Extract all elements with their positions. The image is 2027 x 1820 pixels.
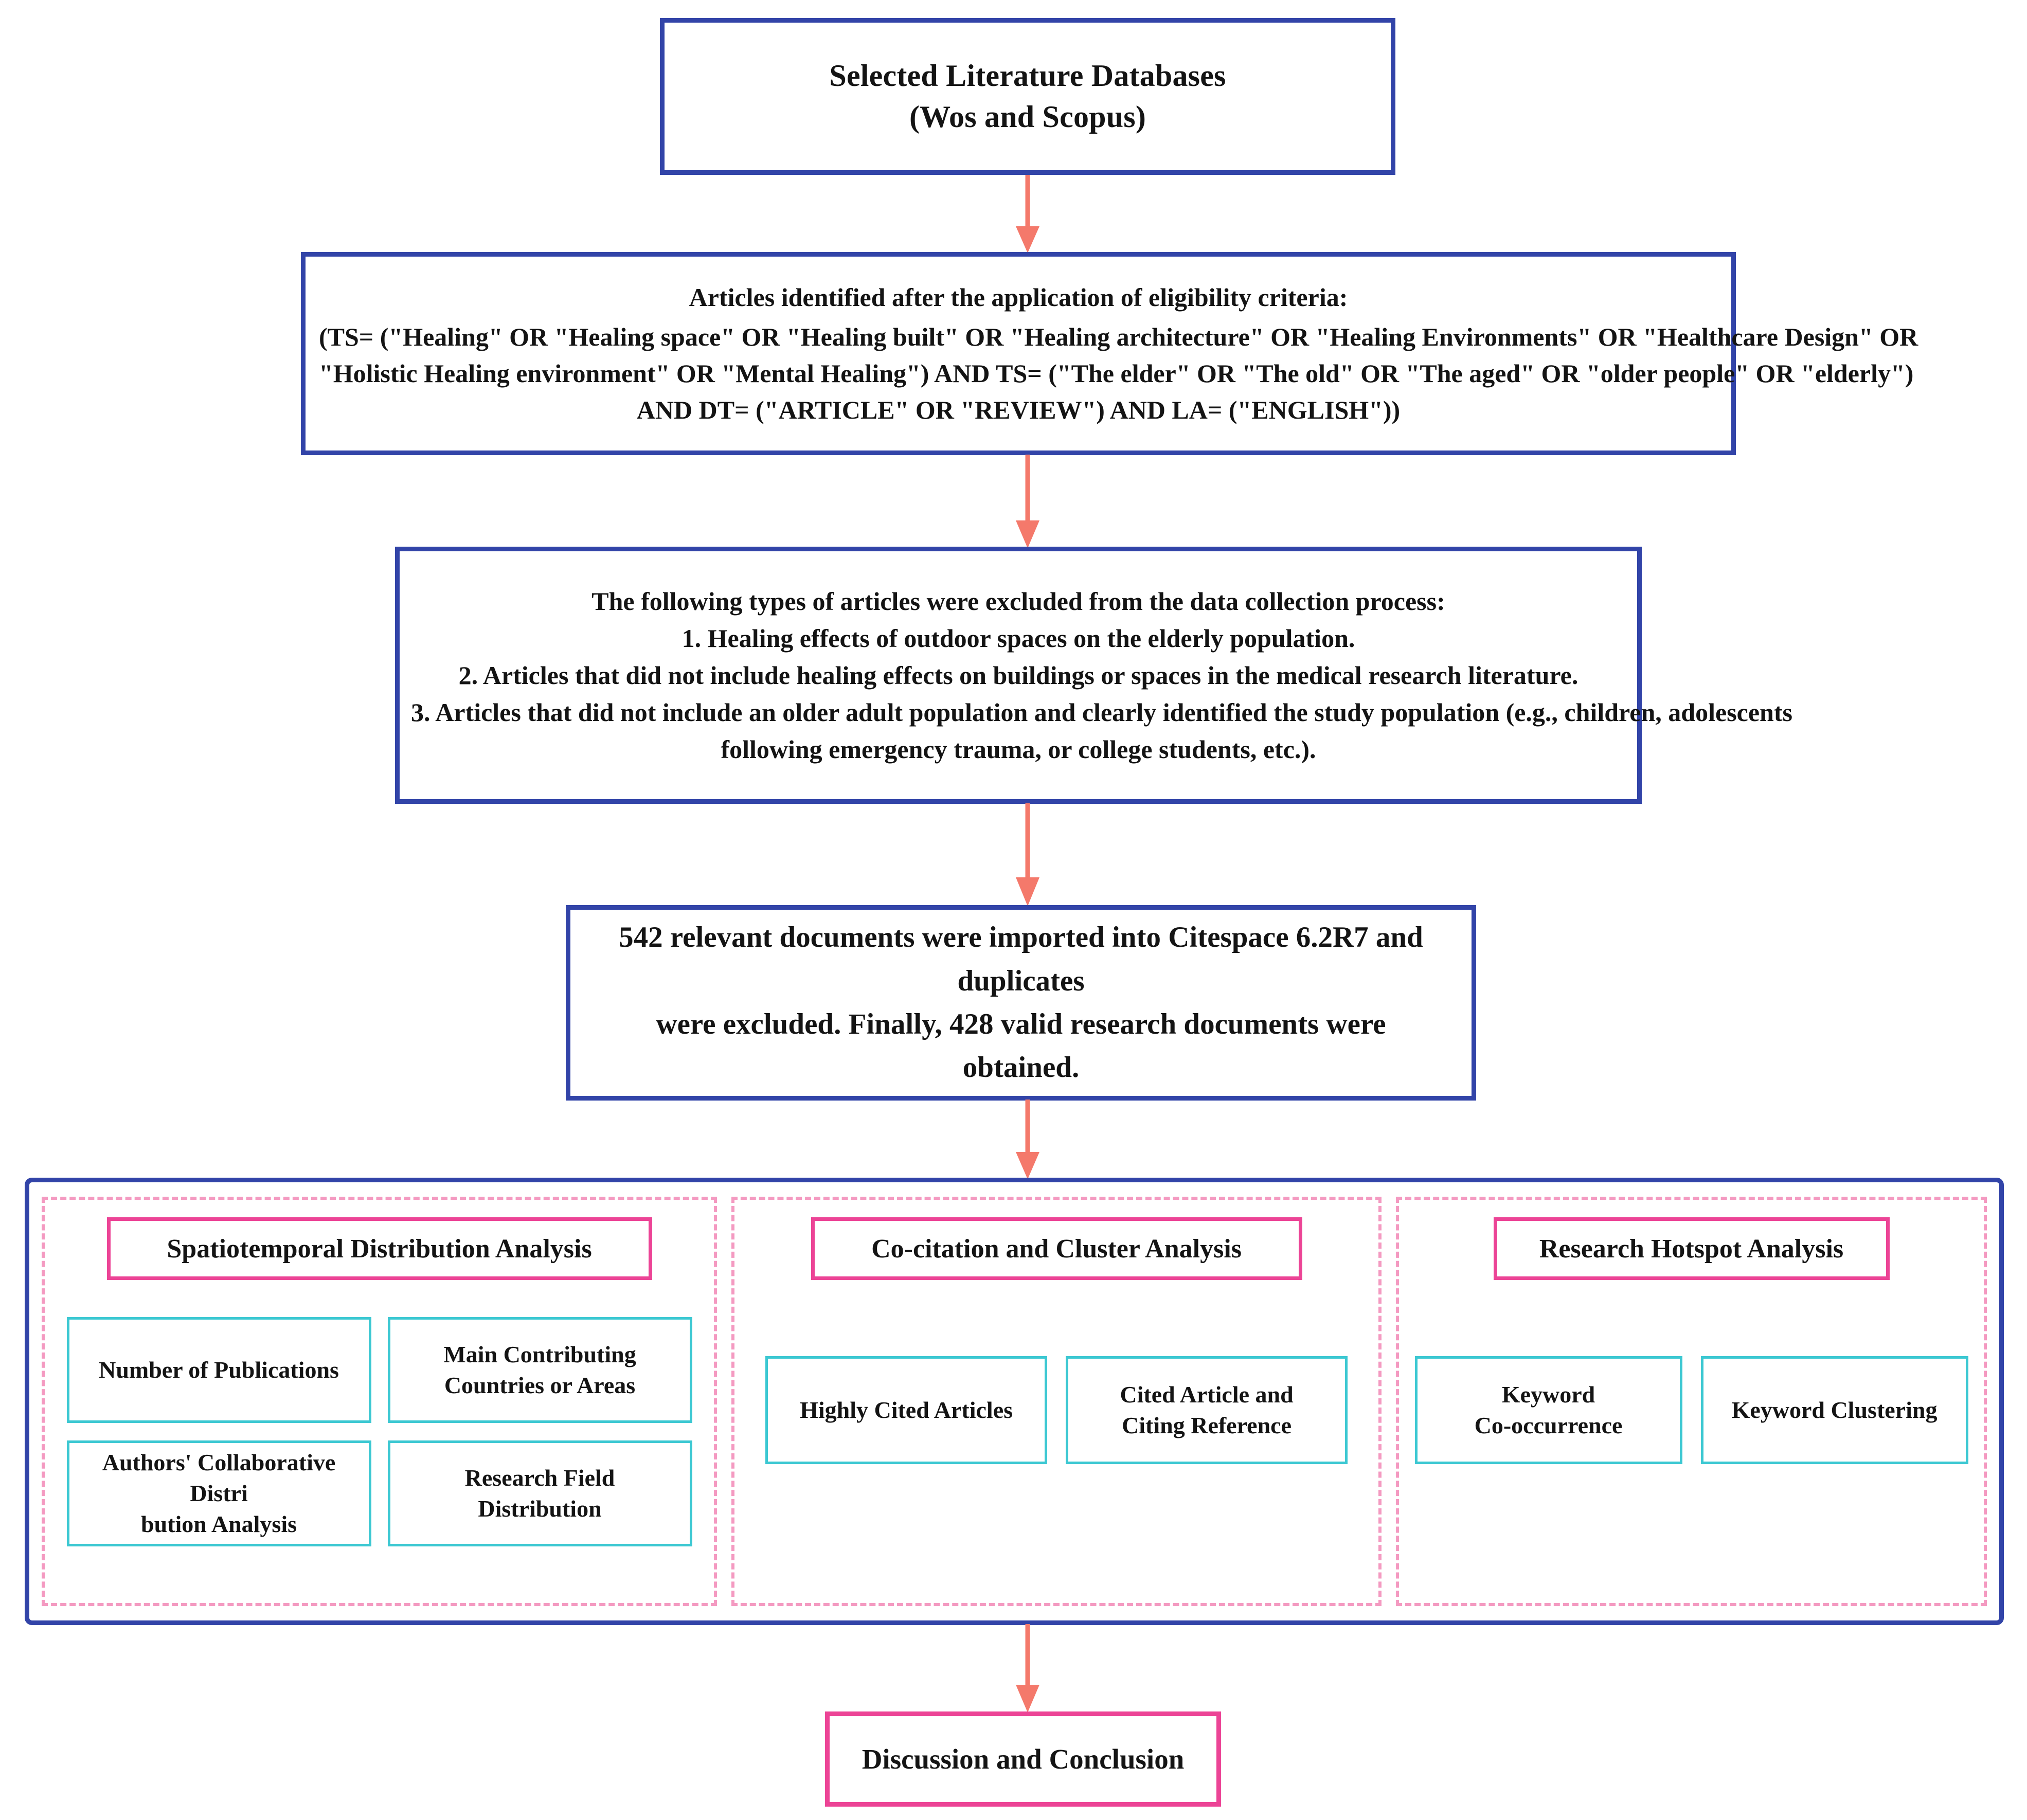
subbox-keyword-co-occurrence[interactable]: Keyword Co-occurrence (1414, 1356, 1682, 1464)
subbox-main-contributing-countries-or-areas[interactable]: Main Contributing Countries or Areas (387, 1317, 692, 1423)
exclusion-item-3-line-2: following emergency trauma, or college s… (721, 735, 1316, 764)
subbox-line-1: Number of Publications (99, 1357, 339, 1383)
databases-box: Selected Literature Databases (Wos and S… (660, 18, 1395, 175)
arrow-down-icon (1010, 455, 1046, 548)
eligibility-headline: Articles identified after the applicatio… (689, 282, 1348, 312)
eligibility-query-line-1: (TS= ("Healing" OR "Healing space" OR "H… (319, 322, 1918, 351)
databases-line-1: Selected Literature Databases (829, 58, 1226, 93)
analysis-container: Spatiotemporal Distribution Analysis Num… (25, 1178, 2004, 1625)
arrow-down-icon (1010, 803, 1046, 906)
subbox-line-1: Cited Article and (1120, 1381, 1294, 1408)
exclusion-item-1: 1. Healing effects of outdoor spaces on … (681, 624, 1355, 653)
exclusions-box: The following types of articles were exc… (395, 547, 1792, 804)
panel-cocitation-and-cluster-analysis: Co-citation and Cluster Analysis Highly … (731, 1197, 1382, 1606)
subbox-line-1: Keyword Clustering (1731, 1397, 1938, 1423)
arrow-down-icon (1010, 1100, 1046, 1179)
subbox-line-1: Main Contributing (443, 1341, 636, 1368)
panel-title-hotspot[interactable]: Research Hotspot Analysis (1493, 1217, 1890, 1280)
panel-title-cocitation[interactable]: Co-citation and Cluster Analysis (811, 1217, 1302, 1280)
subbox-grid-hotspot: Keyword Co-occurrence Keyword Clustering (1413, 1356, 1969, 1464)
eligibility-query-line-3: AND DT= ("ARTICLE" OR "REVIEW") AND LA= … (636, 395, 1401, 424)
subbox-line-2: bution Analysis (141, 1510, 297, 1537)
subbox-grid-spatiotemporal: Number of Publications Main Contributing… (59, 1317, 699, 1546)
subbox-line-2: Distribution (478, 1495, 602, 1522)
discussion-and-conclusion-box[interactable]: Discussion and Conclusion (825, 1711, 1221, 1807)
subbox-line-1: Highly Cited Articles (800, 1397, 1013, 1423)
panel-title-spatiotemporal[interactable]: Spatiotemporal Distribution Analysis (106, 1217, 652, 1280)
subbox-authors-collaborative-distribution-analysis[interactable]: Authors' Collaborative Distri bution Ana… (66, 1440, 371, 1546)
conclusion-label: Discussion and Conclusion (862, 1743, 1185, 1775)
exclusions-headline: The following types of articles were exc… (591, 587, 1445, 616)
databases-line-2: (Wos and Scopus) (909, 99, 1146, 134)
subbox-grid-cocitation: Highly Cited Articles Cited Article and … (749, 1356, 1364, 1464)
exclusion-item-2: 2. Articles that did not include healing… (458, 661, 1578, 690)
subbox-highly-cited-articles[interactable]: Highly Cited Articles (765, 1356, 1048, 1464)
eligibility-query-line-2: "Holistic Healing environment" OR "Menta… (319, 358, 1914, 388)
subbox-line-2: Citing Reference (1122, 1412, 1292, 1438)
subbox-line-1: Authors' Collaborative Distri (102, 1449, 336, 1507)
exclusion-item-3-line-1: 3. Articles that did not include an olde… (411, 698, 1792, 727)
panel-research-hotspot-analysis: Research Hotspot Analysis Keyword Co-occ… (1396, 1197, 1987, 1606)
imported-line-1: 542 relevant documents were imported int… (619, 921, 1423, 997)
subbox-cited-article-and-citing-reference[interactable]: Cited Article and Citing Reference (1066, 1356, 1348, 1464)
subbox-line-1: Keyword (1501, 1381, 1595, 1408)
imported-line-2: were excluded. Finally, 428 valid resear… (656, 1008, 1386, 1084)
arrow-down-icon (1010, 175, 1046, 253)
arrow-down-icon (1010, 1624, 1046, 1713)
subbox-line-1: Research Field (464, 1465, 615, 1491)
imported-documents-box: 542 relevant documents were imported int… (566, 905, 1476, 1101)
subbox-research-field-distribution[interactable]: Research Field Distribution (387, 1440, 692, 1546)
panel-spatiotemporal-distribution-analysis: Spatiotemporal Distribution Analysis Num… (42, 1197, 717, 1606)
subbox-line-2: Co-occurrence (1474, 1412, 1623, 1438)
subbox-number-of-publications[interactable]: Number of Publications (66, 1317, 371, 1423)
subbox-keyword-clustering[interactable]: Keyword Clustering (1700, 1356, 1968, 1464)
subbox-line-2: Countries or Areas (444, 1372, 636, 1398)
eligibility-box: Articles identified after the applicatio… (301, 252, 1918, 455)
